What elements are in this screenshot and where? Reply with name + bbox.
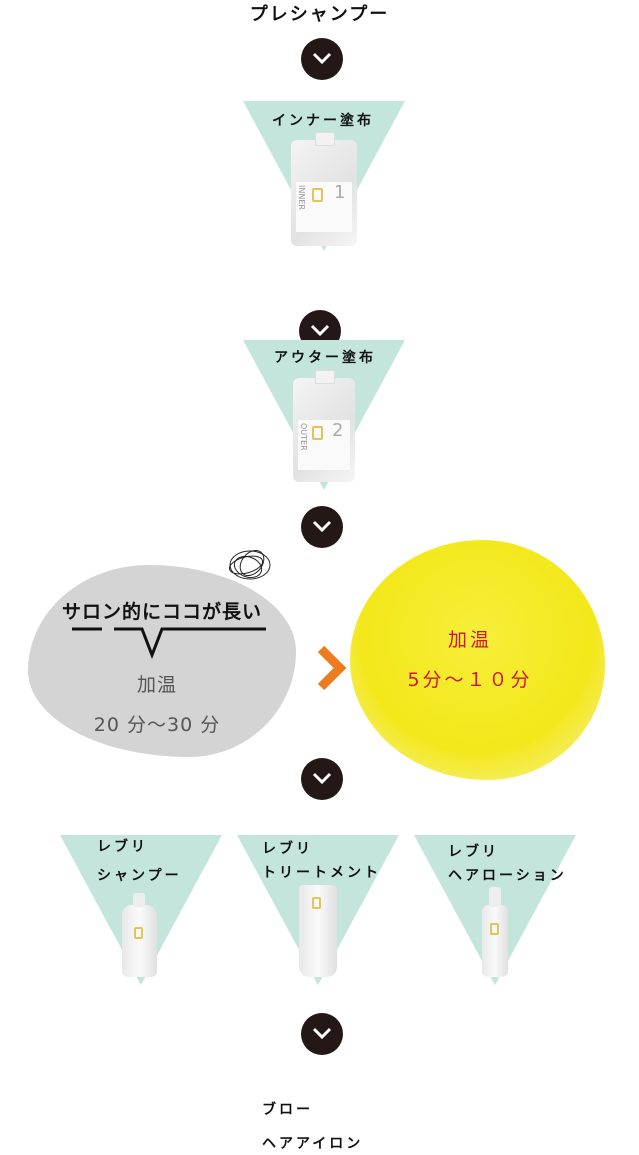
product-shampoo-line2: シャンプー xyxy=(97,868,182,884)
treatment-tube-image xyxy=(299,885,337,977)
outer-product-image: OUTER 2 xyxy=(293,370,355,482)
ours-heating-label: 加温 xyxy=(447,629,492,651)
finish-blow: ブロー xyxy=(262,1102,313,1118)
salon-heating-time: 20 分〜30 分 xyxy=(93,714,221,736)
scribble-icon xyxy=(228,549,271,580)
yellow-watercolor-blob xyxy=(350,540,605,780)
salon-heading: サロン的にココが長い xyxy=(61,601,262,623)
step-label-outer: アウター塗布 xyxy=(274,350,376,366)
brace-line xyxy=(72,627,266,660)
salon-heating-label: 加温 xyxy=(136,674,177,696)
finish-hair-iron: ヘアアイロン xyxy=(262,1136,364,1152)
salon-blob xyxy=(28,565,296,757)
chevron-down-icon xyxy=(301,38,343,80)
chevron-down-icon xyxy=(301,506,343,548)
lotion-bottle-image xyxy=(482,887,508,977)
ours-heating-time: 5分〜１０分 xyxy=(407,669,533,691)
product-lotion-line2: ヘアローション xyxy=(448,868,567,884)
page-title: プレシャンプー xyxy=(249,4,390,25)
shampoo-bottle-image xyxy=(122,893,157,977)
chevron-down-icon xyxy=(301,758,343,800)
product-treatment-line2: トリートメント xyxy=(262,865,381,881)
inner-product-image: INNER 1 xyxy=(291,132,357,246)
product-treatment-line1: レブリ xyxy=(262,841,313,857)
step-label-inner: インナー塗布 xyxy=(272,113,374,129)
chevron-right-icon xyxy=(317,645,347,691)
product-lotion-line1: レブリ xyxy=(448,844,499,860)
product-shampoo-line1: レブリ xyxy=(97,839,148,855)
chevron-down-icon xyxy=(301,1013,343,1055)
